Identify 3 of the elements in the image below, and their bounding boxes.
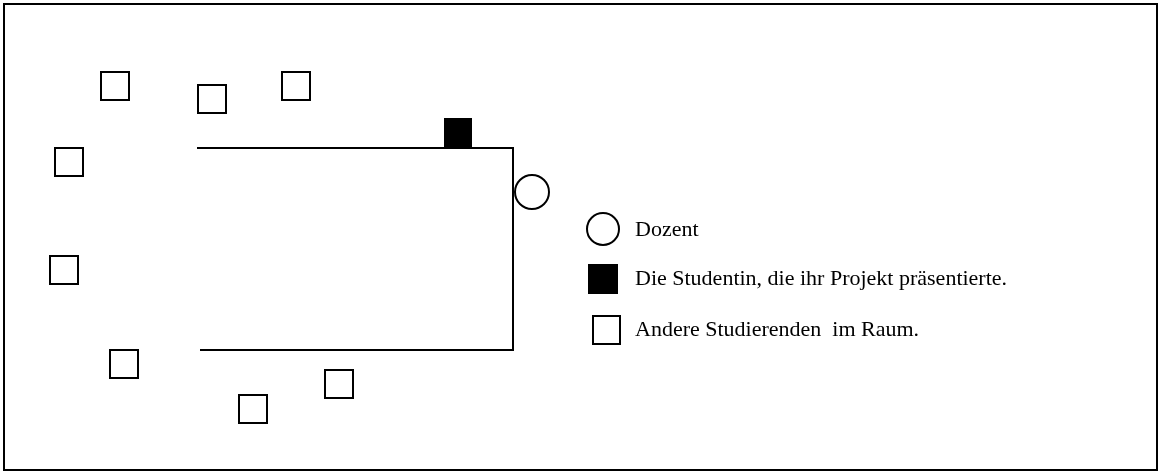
legend-text: Die Studentin, die ihr Projekt präsentierte. xyxy=(635,265,1008,291)
legend-text: Dozent xyxy=(635,216,699,242)
legend-text: Andere Studierenden im Raum. xyxy=(635,316,920,342)
